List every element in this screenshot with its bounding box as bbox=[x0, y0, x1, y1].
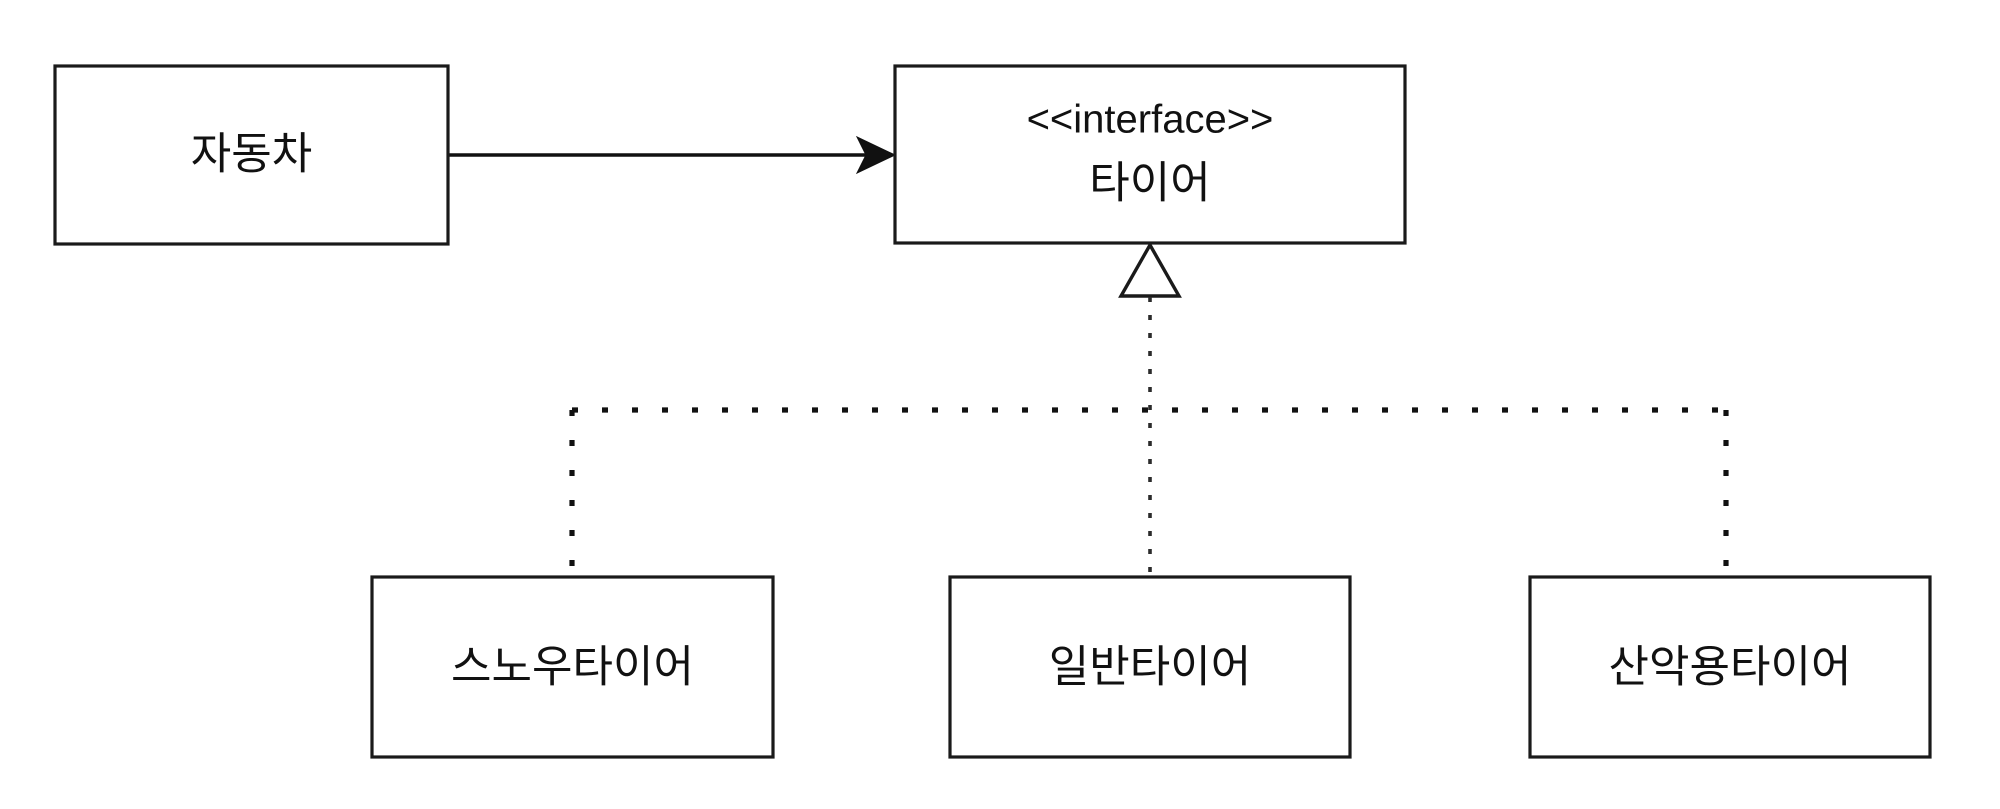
class-name-car: 자동차 bbox=[191, 130, 312, 179]
class-box-normal-tire[interactable] bbox=[948, 575, 1352, 759]
association-connector-group bbox=[448, 135, 897, 175]
class-node-car[interactable]: 자동차 bbox=[53, 64, 450, 246]
class-name-normal-tire: 일반타이어 bbox=[1049, 643, 1251, 692]
class-name-snow-tire: 스노우타이어 bbox=[451, 643, 694, 692]
filled-arrowhead-icon bbox=[855, 135, 897, 175]
class-node-tire-interface[interactable]: <<interface>> 타이어 bbox=[893, 64, 1407, 245]
class-box-car[interactable] bbox=[53, 64, 450, 246]
class-node-normal-tire[interactable]: 일반타이어 bbox=[948, 575, 1352, 759]
class-name-tire: 타이어 bbox=[1089, 159, 1210, 208]
class-box-tire-interface[interactable] bbox=[893, 64, 1407, 245]
class-box-offroad-tire[interactable] bbox=[1528, 575, 1932, 759]
class-node-snow-tire[interactable]: 스노우타이어 bbox=[370, 575, 775, 759]
stereotype-label-interface: <<interface>> bbox=[1027, 98, 1274, 142]
class-node-offroad-tire[interactable]: 산악용타이어 bbox=[1528, 575, 1932, 759]
class-box-snow-tire[interactable] bbox=[370, 575, 775, 759]
realization-connector-group bbox=[569, 241, 1729, 577]
hollow-triangle-arrowhead-icon bbox=[1118, 241, 1182, 298]
class-name-offroad-tire: 산악용타이어 bbox=[1609, 643, 1852, 692]
